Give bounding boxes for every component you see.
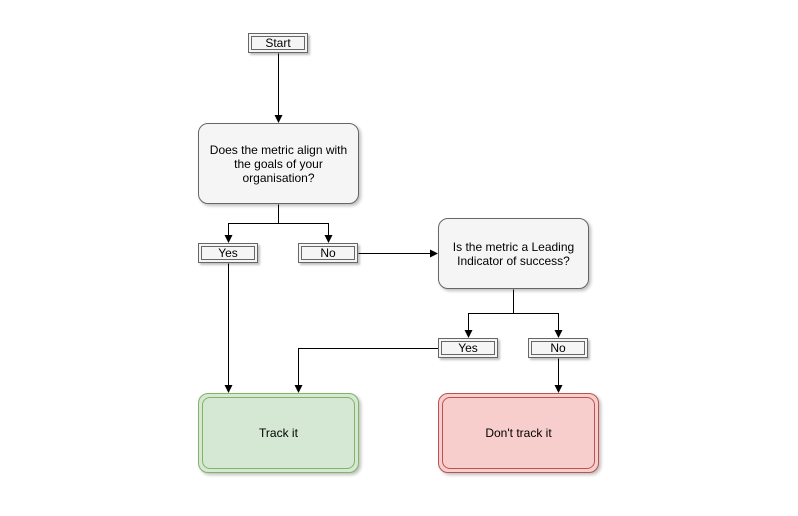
goal-alignment-no-label: No xyxy=(320,246,336,260)
edge-q2-to-no xyxy=(513,313,563,338)
decision-goal-alignment[interactable]: Does the metric align with the goals of … xyxy=(198,123,359,204)
leading-indicator-no-node[interactable]: No xyxy=(528,338,588,358)
outcome-dont-track-it-label: Don't track it xyxy=(485,426,552,440)
outcome-track-it[interactable]: Track it xyxy=(198,393,359,473)
goal-alignment-yes-node[interactable]: Yes xyxy=(198,243,258,263)
edge-q2-yes-to-track xyxy=(294,348,439,393)
outcome-dont-track-it[interactable]: Don't track it xyxy=(438,393,599,473)
goal-alignment-no-node[interactable]: No xyxy=(298,243,358,263)
edge-q2-to-yes xyxy=(464,289,514,338)
leading-indicator-yes-label: Yes xyxy=(458,341,478,355)
start-node[interactable]: Start xyxy=(248,33,308,53)
decision-goal-alignment-label: Does the metric align with the goals of … xyxy=(209,142,348,185)
edge-q1-to-yes xyxy=(224,204,279,243)
decision-leading-indicator-label: Is the metric a Leading Indicator of suc… xyxy=(452,239,575,268)
edge-q1-to-no xyxy=(278,223,333,243)
decision-leading-indicator[interactable]: Is the metric a Leading Indicator of suc… xyxy=(438,218,589,289)
start-label: Start xyxy=(265,36,291,50)
leading-indicator-no-label: No xyxy=(550,341,566,355)
goal-alignment-yes-label: Yes xyxy=(218,246,238,260)
outcome-track-it-label: Track it xyxy=(259,426,298,440)
leading-indicator-yes-node[interactable]: Yes xyxy=(438,338,498,358)
